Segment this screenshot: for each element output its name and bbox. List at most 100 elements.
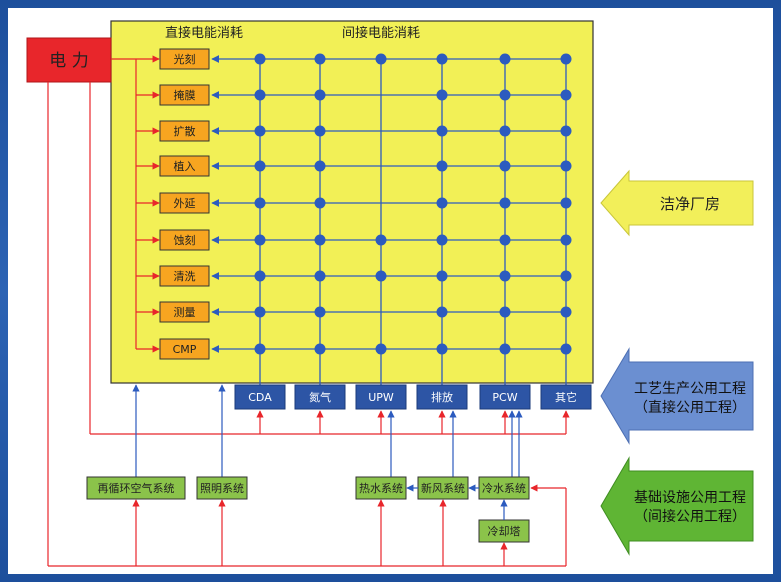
grid-node bbox=[560, 125, 572, 137]
process-label: 测量 bbox=[174, 306, 196, 319]
grid-node bbox=[254, 234, 266, 246]
grid-node bbox=[254, 270, 266, 282]
grid-node bbox=[436, 160, 448, 172]
supply-lines bbox=[132, 384, 523, 477]
grid-node bbox=[560, 234, 572, 246]
process-utility-line2: （直接公用工程） bbox=[634, 399, 746, 416]
grid-node bbox=[314, 306, 326, 318]
process-label: 植入 bbox=[174, 159, 196, 173]
lighting-box bbox=[196, 476, 248, 500]
grid-node bbox=[436, 306, 448, 318]
grid-node bbox=[314, 160, 326, 172]
grid-node bbox=[254, 197, 266, 209]
process-box bbox=[159, 265, 210, 287]
fresh-air-label: 新风系统 bbox=[421, 481, 465, 495]
utility-box bbox=[355, 384, 407, 410]
grid-node bbox=[499, 53, 511, 65]
grid-node bbox=[375, 234, 387, 246]
grid-node bbox=[436, 197, 448, 209]
grid-node bbox=[314, 125, 326, 137]
process-box bbox=[159, 120, 210, 142]
recirc-air-label: 再循环空气系统 bbox=[98, 481, 175, 495]
grid-nodes bbox=[254, 53, 572, 355]
grid-node bbox=[436, 270, 448, 282]
grid-node bbox=[499, 234, 511, 246]
grid-node bbox=[254, 343, 266, 355]
infra-boxes: 再循环空气系统 照明系统 热水系统 新风系统 冷水系统 冷却塔 bbox=[86, 476, 530, 543]
utility-label: PCW bbox=[492, 391, 517, 404]
process-label: 光刻 bbox=[174, 52, 196, 66]
grid-node bbox=[436, 125, 448, 137]
utility-label: 其它 bbox=[555, 390, 577, 404]
lighting-label: 照明系统 bbox=[200, 482, 244, 495]
utility-label: UPW bbox=[368, 391, 394, 404]
process-utility-line1: 工艺生产公用工程 bbox=[634, 381, 746, 397]
grid-node bbox=[436, 234, 448, 246]
infra-connectors bbox=[406, 484, 508, 520]
process-box bbox=[159, 48, 210, 70]
grid-node bbox=[499, 343, 511, 355]
grid-node bbox=[499, 270, 511, 282]
recirc-air-box bbox=[86, 476, 186, 500]
process-label: CMP bbox=[173, 343, 197, 356]
process-box bbox=[159, 229, 210, 251]
grid-node bbox=[436, 89, 448, 101]
process-box bbox=[159, 301, 210, 323]
grid-node bbox=[560, 343, 572, 355]
hot-water-label: 热水系统 bbox=[359, 482, 403, 495]
process-label: 蚀刻 bbox=[174, 233, 196, 247]
utility-label: 排放 bbox=[431, 390, 453, 404]
utility-box bbox=[479, 384, 531, 410]
grid-node bbox=[560, 89, 572, 101]
grid-node bbox=[499, 89, 511, 101]
grid-node bbox=[560, 306, 572, 318]
hot-water-box bbox=[355, 476, 407, 500]
grid-node bbox=[254, 125, 266, 137]
process-label: 清洗 bbox=[174, 270, 196, 283]
grid-node bbox=[375, 270, 387, 282]
grid-node bbox=[499, 160, 511, 172]
power-box bbox=[26, 37, 112, 83]
utility-box bbox=[416, 384, 468, 410]
utility-boxes: CDA 氮气 UPW 排放 PCW 其它 bbox=[234, 384, 592, 410]
grid-node bbox=[375, 53, 387, 65]
cleanroom-label: 洁净厂房 bbox=[660, 195, 720, 213]
grid-node bbox=[436, 53, 448, 65]
process-box bbox=[159, 155, 210, 177]
utility-box bbox=[540, 384, 592, 410]
power-lines bbox=[47, 55, 570, 567]
header-indirect: 间接电能消耗 bbox=[342, 25, 420, 41]
grid-node bbox=[314, 89, 326, 101]
grid-node bbox=[560, 53, 572, 65]
utility-box bbox=[294, 384, 346, 410]
grid-node bbox=[254, 89, 266, 101]
process-label: 掩膜 bbox=[174, 88, 196, 102]
header-direct: 直接电能消耗 bbox=[165, 25, 243, 41]
grid-node bbox=[314, 53, 326, 65]
process-utility-arrow: 工艺生产公用工程 （直接公用工程） bbox=[600, 347, 754, 445]
grid-node bbox=[314, 270, 326, 282]
grid-node bbox=[254, 306, 266, 318]
grid-node bbox=[314, 343, 326, 355]
chilled-water-label: 冷水系统 bbox=[482, 482, 526, 495]
cleanroom-arrow: 洁净厂房 bbox=[600, 169, 754, 237]
infra-utility-line1: 基础设施公用工程 bbox=[634, 489, 746, 506]
grid-node bbox=[560, 197, 572, 209]
grid-node bbox=[375, 343, 387, 355]
infra-utility-arrow: 基础设施公用工程 （间接公用工程） bbox=[600, 456, 754, 556]
process-box bbox=[159, 84, 210, 106]
grid-node bbox=[560, 270, 572, 282]
process-box bbox=[159, 192, 210, 214]
utility-box bbox=[234, 384, 286, 410]
infra-utility-line2: （间接公用工程） bbox=[634, 508, 746, 525]
utility-label: 氮气 bbox=[309, 390, 331, 404]
grid-node bbox=[499, 125, 511, 137]
grid-node bbox=[560, 160, 572, 172]
cooling-tower-label: 冷却塔 bbox=[488, 525, 521, 538]
grid-node bbox=[314, 234, 326, 246]
utility-label: CDA bbox=[248, 391, 272, 404]
grid-node bbox=[499, 197, 511, 209]
grid-node bbox=[254, 160, 266, 172]
